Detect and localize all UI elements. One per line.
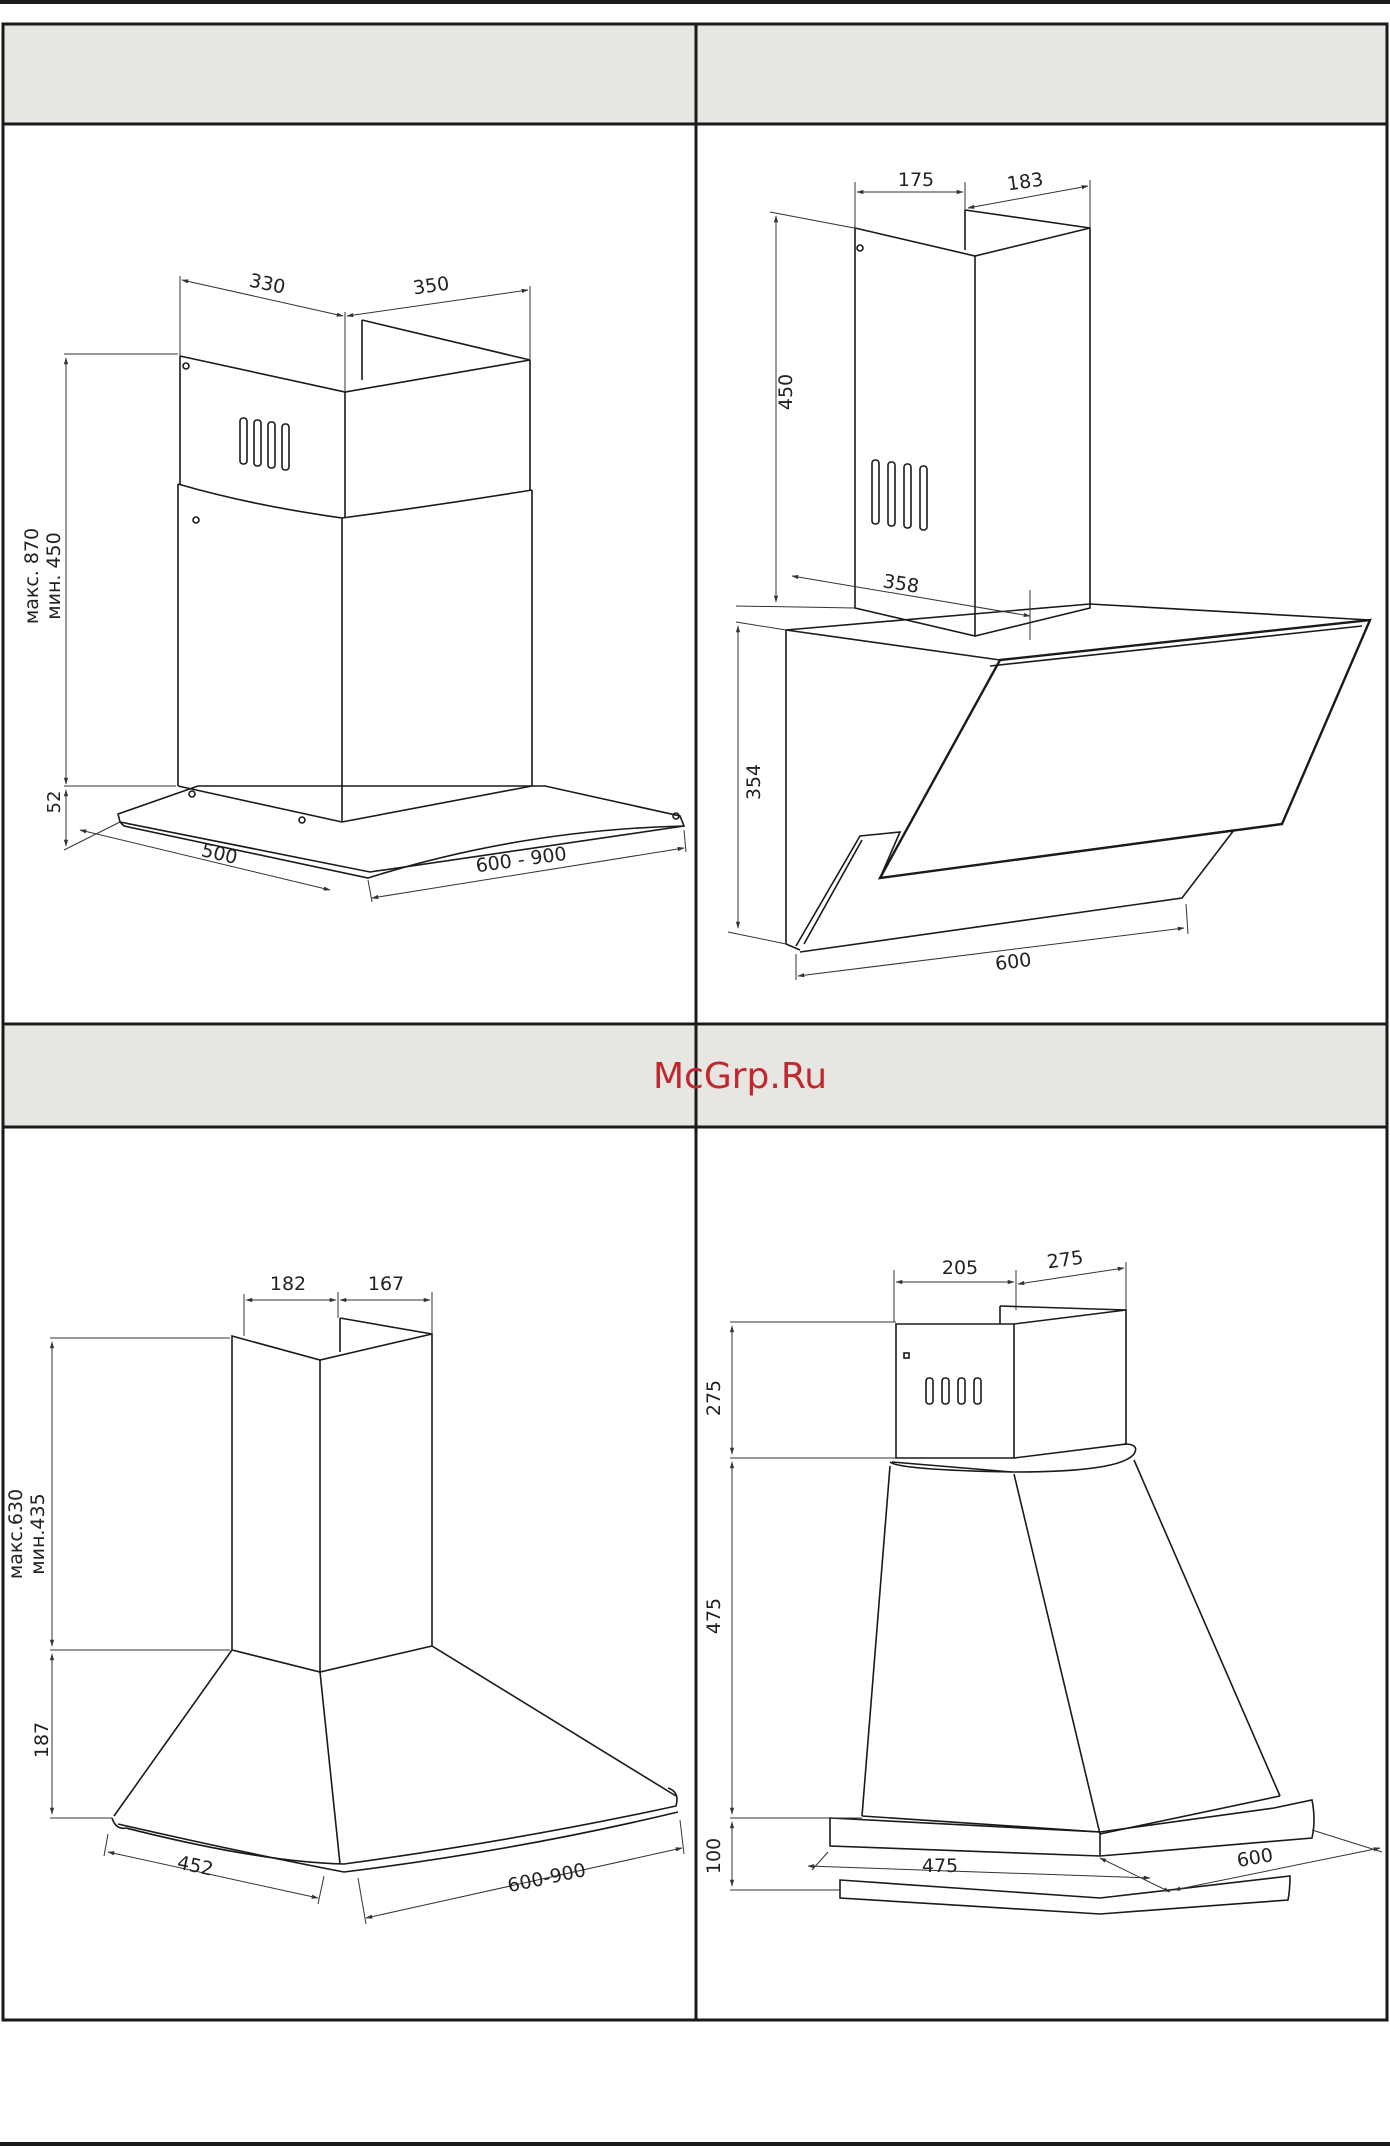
dim-depth: 475: [922, 1855, 958, 1877]
dim-height-min: мин. 450: [43, 532, 65, 619]
dim-top-left: 182: [270, 1273, 306, 1295]
dim-top-left: 330: [247, 270, 287, 299]
dim-top-left: 175: [898, 169, 934, 191]
header-cell-top-right: [697, 24, 1387, 124]
dim-width: 600-900: [506, 1859, 588, 1897]
dim-top-right: 167: [368, 1273, 404, 1295]
dim-width: 600: [1235, 1844, 1275, 1872]
dim-top-right: 275: [1046, 1247, 1085, 1274]
watermark: McGrp.Ru: [653, 1056, 827, 1097]
dim-chimney-height: 275: [703, 1380, 725, 1416]
hood-drawing-3: макс.630 мин.435 187 182 167 452 600-900: [5, 1273, 684, 1924]
dim-body-height: 354: [743, 764, 765, 800]
header-cell-top-left: [3, 24, 695, 124]
dim-height-max: макс. 870: [21, 528, 43, 624]
dim-chimney-base: 358: [881, 570, 920, 597]
dim-base-height: 100: [703, 1838, 725, 1874]
dim-body-height: 187: [31, 1722, 53, 1758]
hood-drawing-2: 175 183 450 358 354 600: [728, 169, 1370, 980]
dim-depth: 500: [199, 839, 239, 869]
dim-height-max: макс.630: [5, 1489, 27, 1579]
dim-top-right: 350: [412, 273, 451, 300]
dim-height-min: мин.435: [27, 1493, 49, 1574]
dim-base-height: 52: [44, 791, 65, 814]
dim-top-left: 205: [942, 1257, 978, 1279]
dim-depth: 452: [175, 1852, 215, 1881]
dim-top-right: 183: [1006, 169, 1045, 196]
header-cell-middle-left: [3, 1026, 695, 1126]
hood-drawing-4: 205 275 275 475 100 475 600: [703, 1247, 1382, 1914]
dim-width: 600: [994, 949, 1033, 975]
dim-body-height: 475: [703, 1598, 725, 1634]
hood-drawing-1: макс. 870 мин. 450 52 330 350 500 600 - …: [21, 270, 686, 902]
dim-chimney-height: 450: [775, 374, 797, 410]
